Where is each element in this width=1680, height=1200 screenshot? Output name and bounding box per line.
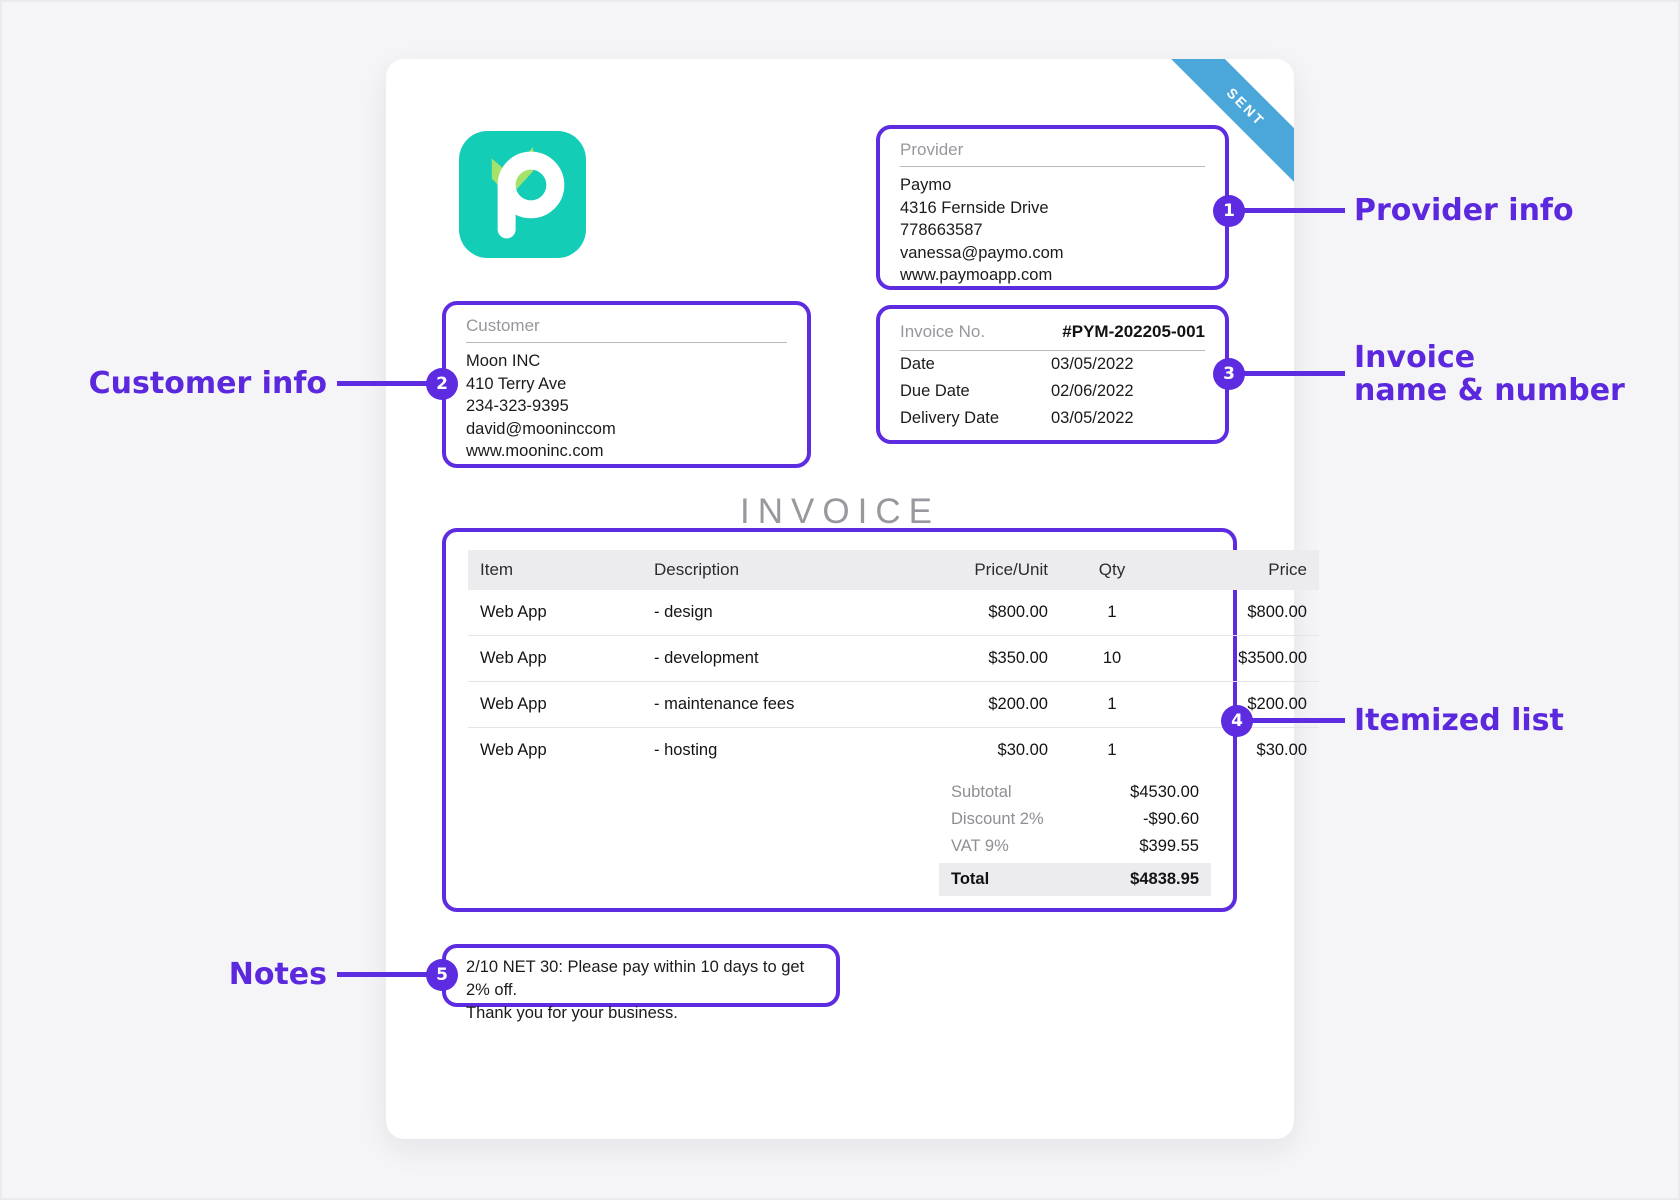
customer-name: Moon INC: [466, 352, 541, 370]
invoice-date-value: 03/05/2022: [1051, 355, 1134, 373]
cell-item: Web App: [480, 603, 547, 621]
provider-website: www.paymoapp.com: [900, 266, 1053, 285]
table-row: Web App - design $800.00 1 $800.00: [468, 590, 1319, 636]
provider-phone: 778663587: [900, 221, 983, 240]
provider-box: Provider Paymo 4316 Fernside Drive 77866…: [876, 125, 1229, 290]
subtotal-label: Subtotal: [951, 783, 1012, 801]
customer-box: Customer Moon INC 410 Terry Ave 234-323-…: [442, 301, 811, 468]
paymo-logo-icon: [459, 131, 586, 258]
callout-label-itemized-list: Itemized list: [1354, 703, 1564, 738]
notes-line-1: 2/10 NET 30: Please pay within 10 days t…: [466, 958, 805, 999]
invoice-number-label: Invoice No.: [900, 322, 986, 341]
totals-section: Subtotal $4530.00 Discount 2% -$90.60 VA…: [939, 779, 1211, 896]
callout-label-invoice-line-2: name & number: [1354, 373, 1625, 408]
cell-price: $3500.00: [1238, 649, 1307, 667]
callout-line-5: [337, 972, 442, 977]
col-header-qty: Qty: [1060, 550, 1164, 590]
divider: [900, 166, 1205, 167]
cell-description: - development: [654, 649, 759, 667]
total-value: $4838.95: [1130, 870, 1199, 888]
divider: [466, 342, 787, 343]
table-row: Web App - development $350.00 10 $3500.0…: [468, 636, 1319, 682]
cell-price-unit: $30.00: [997, 741, 1048, 759]
callout-line-3: [1229, 371, 1345, 376]
table-row: Web App - hosting $30.00 1 $30.00: [468, 728, 1319, 774]
invoice-date-label: Date: [900, 355, 935, 373]
cell-item: Web App: [480, 649, 547, 667]
customer-email: david@mooninccom: [466, 419, 616, 438]
cell-price-unit: $800.00: [988, 603, 1048, 621]
invoice-title: INVOICE: [740, 492, 940, 531]
cell-item: Web App: [480, 741, 547, 759]
callout-label-invoice-line-1: Invoice: [1354, 340, 1476, 375]
discount-label: Discount 2%: [951, 810, 1044, 828]
cell-qty: 1: [1107, 695, 1117, 713]
vat-label: VAT 9%: [951, 837, 1009, 855]
customer-address: 410 Terry Ave: [466, 374, 567, 393]
invoice-card: SENT Provider Paymo 4316 Fernside Drive …: [386, 59, 1319, 1139]
itemized-list-box: Item Description Price/Unit Qty Price We…: [442, 528, 1319, 912]
callout-label-customer-info: Customer info: [88, 366, 327, 401]
subtotal-value: $4530.00: [1130, 783, 1199, 801]
vat-row: VAT 9% $399.55: [939, 833, 1211, 860]
cell-item: Web App: [480, 695, 547, 713]
cell-description: - maintenance fees: [654, 695, 795, 713]
subtotal-row: Subtotal $4530.00: [939, 779, 1211, 806]
cell-qty: 10: [1102, 649, 1122, 667]
invoice-delivery-date-value: 03/05/2022: [1051, 409, 1134, 427]
callout-line-2: [337, 381, 442, 386]
cell-description: - hosting: [654, 741, 718, 759]
provider-email: vanessa@paymo.com: [900, 243, 1064, 262]
callout-label-provider-info: Provider info: [1354, 193, 1574, 228]
vat-value: $399.55: [1139, 837, 1199, 855]
customer-phone: 234-323-9395: [466, 397, 569, 416]
provider-name: Paymo: [900, 176, 952, 194]
cell-price: $200.00: [1247, 695, 1307, 713]
callout-label-notes: Notes: [228, 957, 327, 992]
invoice-delivery-date-label: Delivery Date: [900, 409, 1000, 427]
discount-row: Discount 2% -$90.60: [939, 806, 1211, 833]
callout-label-invoice-name-number: Invoice name & number: [1354, 341, 1625, 407]
sent-ribbon-label: SENT: [1223, 84, 1269, 130]
cell-qty: 1: [1107, 741, 1117, 759]
provider-box-label: Provider: [900, 140, 964, 159]
total-label: Total: [951, 870, 990, 888]
col-header-price: Price: [1164, 550, 1319, 590]
table-row: Web App - maintenance fees $200.00 1 $20…: [468, 682, 1319, 728]
col-header-price-unit: Price/Unit: [926, 550, 1060, 590]
invoice-due-date-value: 02/06/2022: [1051, 382, 1134, 400]
callout-line-1: [1229, 208, 1345, 213]
col-header-description: Description: [642, 550, 926, 590]
callout-badge-4-icon: 4: [1221, 705, 1253, 737]
items-table: Item Description Price/Unit Qty Price We…: [468, 550, 1319, 773]
customer-box-label: Customer: [466, 316, 540, 335]
provider-address: 4316 Fernside Drive: [900, 198, 1049, 217]
callout-line-4: [1237, 718, 1345, 723]
cell-price: $30.00: [1256, 741, 1307, 759]
items-table-header-row: Item Description Price/Unit Qty Price: [468, 550, 1319, 590]
callout-badge-2-icon: 2: [426, 368, 458, 400]
customer-website: www.mooninc.com: [466, 442, 604, 461]
cell-price: $800.00: [1247, 603, 1307, 621]
invoice-due-date-label: Due Date: [900, 382, 970, 400]
cell-price-unit: $200.00: [988, 695, 1048, 713]
col-header-item: Item: [468, 550, 642, 590]
notes-line-2: Thank you for your business.: [466, 1004, 678, 1022]
cell-description: - design: [654, 603, 713, 621]
cell-qty: 1: [1107, 603, 1117, 621]
callout-badge-5-icon: 5: [426, 959, 458, 991]
notes-box: 2/10 NET 30: Please pay within 10 days t…: [442, 944, 840, 1022]
invoice-number-value: #PYM-202205-001: [1062, 322, 1205, 341]
total-row: Total $4838.95: [939, 863, 1211, 896]
invoice-details-box: Invoice No. #PYM-202205-001 Date 03/05/2…: [876, 305, 1229, 444]
discount-value: -$90.60: [1143, 810, 1199, 828]
callout-badge-1-icon: 1: [1213, 195, 1245, 227]
cell-price-unit: $350.00: [988, 649, 1048, 667]
callout-badge-3-icon: 3: [1213, 358, 1245, 390]
